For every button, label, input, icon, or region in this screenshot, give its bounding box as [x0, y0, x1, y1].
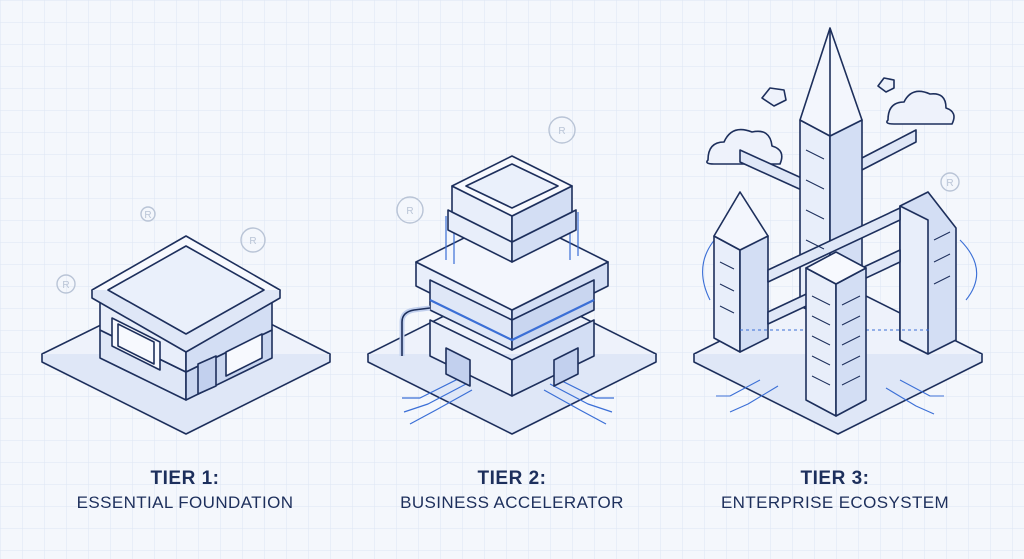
registered-symbol: R: [406, 206, 413, 217]
tier2-name: BUSINESS ACCELERATOR: [400, 493, 624, 512]
cloud-icon: [706, 77, 955, 165]
registered-badges: [56, 116, 960, 294]
registered-symbol: R: [249, 236, 256, 247]
tier1-title: TIER 1:: [150, 468, 220, 489]
tier3-caption: TIER 3: ENTERPRISE ECOSYSTEM: [685, 467, 985, 515]
registered-symbol: R: [62, 280, 69, 291]
tier1-caption: TIER 1: ESSENTIAL FOUNDATION: [35, 467, 335, 515]
tier2-title: TIER 2:: [477, 468, 547, 489]
registered-symbol: R: [946, 178, 953, 189]
tier3-building: [693, 27, 983, 435]
tier3-title: TIER 3:: [800, 468, 870, 489]
tier1-building: [41, 235, 331, 435]
tier2-caption: TIER 2: BUSINESS ACCELERATOR: [362, 467, 662, 515]
tier3-name: ENTERPRISE ECOSYSTEM: [720, 493, 950, 512]
tier1-name: ESSENTIAL FOUNDATION: [76, 493, 294, 512]
registered-symbol: R: [144, 210, 151, 221]
tier2-building: [367, 155, 657, 435]
registered-symbol: R: [558, 126, 565, 137]
